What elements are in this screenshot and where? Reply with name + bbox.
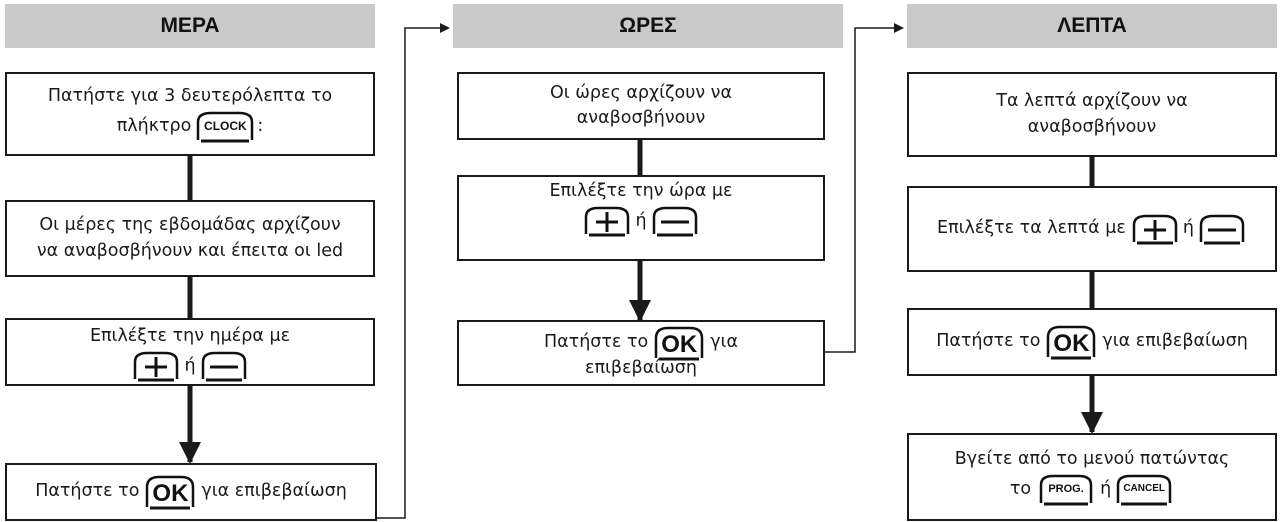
minus-key-icon: –: [199, 349, 249, 383]
cancel-key-icon: CANCEL: [1114, 473, 1174, 507]
plus-key-icon: +: [131, 349, 181, 383]
prog-key-icon: PROG.: [1037, 473, 1095, 507]
day-step1-line1: Πατήστε για 3 δευτερόλεπτα το: [47, 86, 333, 107]
header-day: ΜΕΡΑ: [5, 4, 375, 48]
day-step1-suffix: :: [257, 116, 264, 136]
day-step2-line1: Οι μέρες της εβδομάδας αρχίζουν: [39, 215, 341, 236]
minutes-step1-line2: αναβοσβήνουν: [1027, 116, 1157, 137]
hours-step3-suffix: για: [710, 332, 739, 353]
hours-step-blink: Οι ώρες αρχίζουν να αναβοσβήνουν: [457, 72, 825, 140]
minutes-step4-prefix: το: [1009, 479, 1032, 499]
ok-key-icon: OK: [143, 473, 197, 511]
or-text: ή: [184, 355, 196, 376]
hours-step1-line1: Οι ώρες αρχίζουν να: [550, 82, 732, 103]
minutes-step-exit: Βγείτε από το μενού πατώντας το PROG. ή …: [907, 433, 1277, 521]
header-hours: ΩΡΕΣ: [453, 4, 843, 48]
ok-key-icon: OK: [652, 324, 706, 362]
or-text: ή: [1100, 479, 1112, 499]
or-text: ή: [635, 210, 647, 231]
minutes-step3-prefix: Πατήστε το: [936, 331, 1041, 352]
hours-step3-prefix: Πατήστε το: [543, 332, 649, 353]
hours-step-confirm: Πατήστε το OK για επιβεβαίωση: [457, 320, 825, 386]
minus-key-icon: –: [650, 204, 700, 238]
day-step-select-day: Επιλέξτε την ημέρα με + ή –: [5, 318, 375, 386]
hours-step-select: Επιλέξτε την ώρα με + ή –: [457, 175, 825, 261]
day-step-days-blink: Οι μέρες της εβδομάδας αρχίζουν να αναβο…: [5, 200, 375, 277]
day-step1-line2: πλήκτρο: [116, 116, 192, 136]
plus-key-icon: +: [582, 204, 632, 238]
plus-key-icon: +: [1130, 212, 1180, 246]
minutes-step4-line1: Βγείτε από το μενού πατώντας: [954, 449, 1230, 470]
minus-key-icon: –: [1197, 212, 1247, 246]
day-step4-suffix: για επιβεβαίωση: [201, 481, 347, 502]
minutes-step-confirm: Πατήστε το OK για επιβεβαίωση: [907, 308, 1277, 376]
minutes-step1-line1: Τα λεπτά αρχίζουν να: [996, 91, 1188, 112]
minutes-step-select: Επιλέξτε τα λεπτά με + ή –: [907, 186, 1277, 272]
day-step-confirm: Πατήστε το OK για επιβεβαίωση: [5, 463, 377, 521]
ok-key-icon: OK: [1044, 323, 1098, 361]
day-step4-prefix: Πατήστε το: [35, 481, 140, 502]
minutes-step2-prefix: Επιλέξτε τα λεπτά με: [937, 218, 1126, 239]
clock-key-icon: CLOCK: [193, 110, 257, 144]
day-step-press-clock: Πατήστε για 3 δευτερόλεπτα το πλήκτρο CL…: [5, 72, 375, 156]
day-step2-line2: να αναβοσβήνουν και έπειτα οι led: [36, 240, 344, 261]
minutes-step-blink: Τα λεπτά αρχίζουν να αναβοσβήνουν: [907, 72, 1277, 157]
arrow-hours-to-minutes: [825, 23, 904, 353]
hours-step3-line2: επιβεβαίωση: [584, 358, 697, 378]
day-step3-line1: Επιλέξτε την ημέρα με: [89, 326, 291, 346]
minutes-step3-suffix: για επιβεβαίωση: [1102, 331, 1248, 352]
arrow-day-to-hours: [377, 23, 450, 519]
hours-step2-line1: Επιλέξτε την ώρα με: [549, 181, 733, 201]
or-text: ή: [1182, 218, 1194, 239]
hours-step1-line2: αναβοσβήνουν: [576, 108, 706, 128]
header-minutes: ΛΕΠΤΑ: [907, 4, 1277, 48]
